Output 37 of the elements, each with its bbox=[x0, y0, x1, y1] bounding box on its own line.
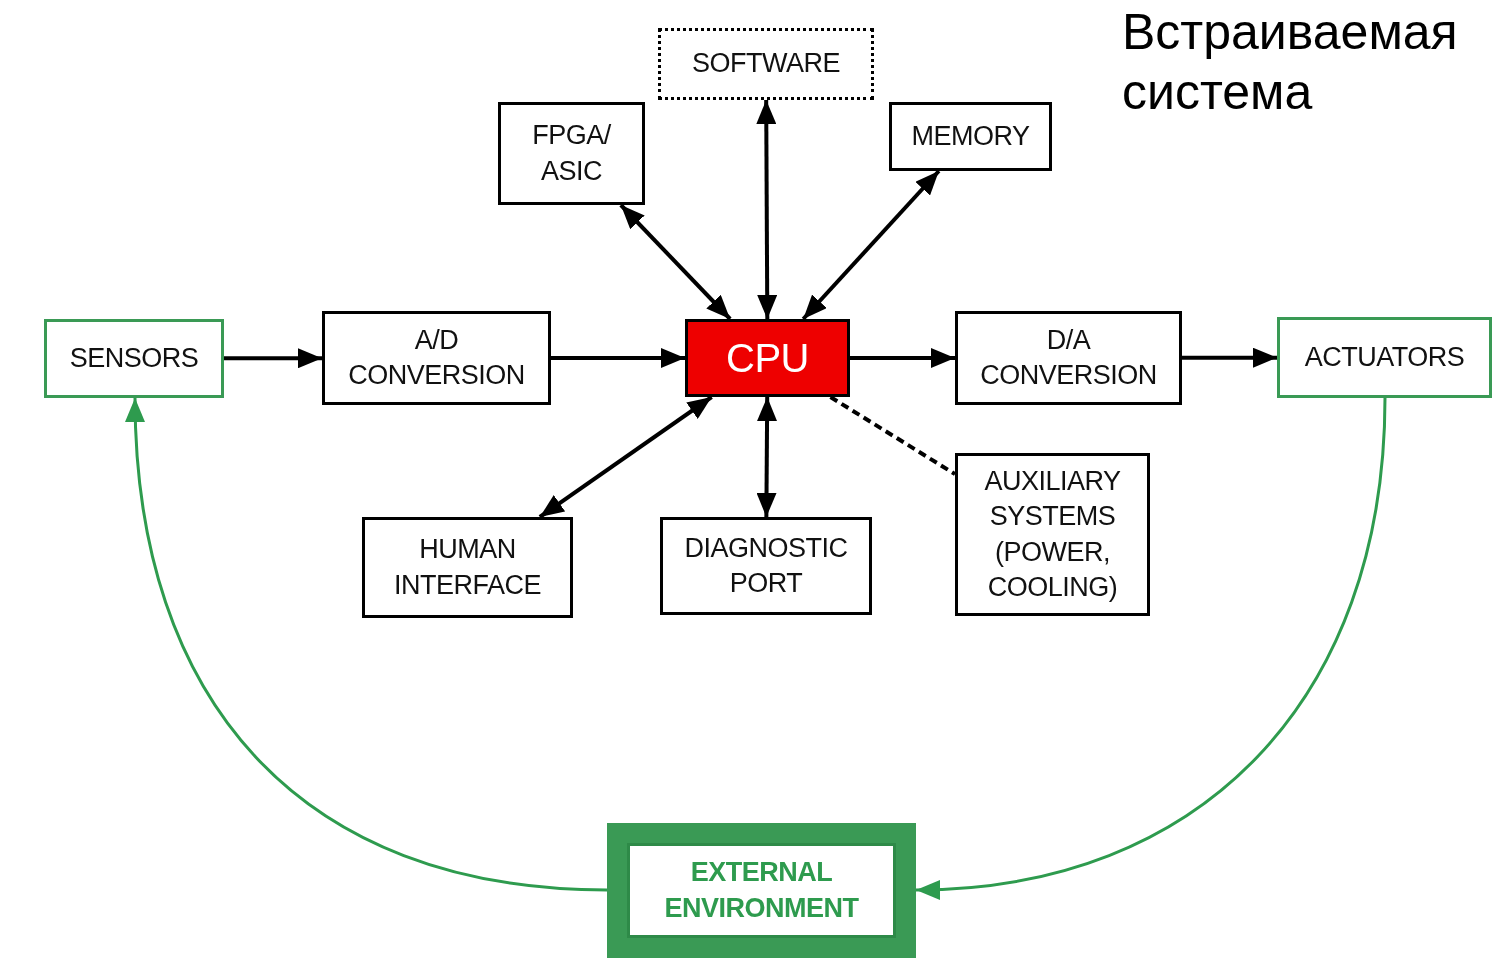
node-label: CPU bbox=[725, 335, 810, 382]
node-label: MEMORY bbox=[910, 119, 1031, 153]
node-label: A/D CONVERSION bbox=[347, 323, 526, 392]
arrow bbox=[1182, 347, 1277, 368]
node-label: ACTUATORS bbox=[1303, 340, 1466, 374]
arrow bbox=[538, 395, 713, 519]
process-box bbox=[322, 311, 551, 405]
node-label: SENSORS bbox=[68, 341, 200, 375]
title: Встраиваемая система bbox=[1122, 3, 1459, 122]
arrow bbox=[551, 348, 685, 368]
arrow bbox=[756, 397, 778, 517]
arrow bbox=[126, 397, 608, 892]
connector-line bbox=[829, 395, 957, 476]
arrow bbox=[619, 203, 732, 321]
node-label: AUXILIARY SYSTEMS (POWER, COOLING) bbox=[983, 465, 1122, 604]
process-box bbox=[889, 102, 1052, 171]
node-label: D/A CONVERSION bbox=[979, 323, 1158, 392]
node-label: HUMAN INTERFACE bbox=[393, 533, 542, 602]
arrow bbox=[756, 100, 778, 319]
arrow bbox=[801, 169, 941, 321]
node-label: DIAGNOSTIC PORT bbox=[683, 531, 849, 600]
node-label: SOFTWARE bbox=[691, 47, 841, 81]
arrow bbox=[850, 348, 955, 368]
process-box bbox=[955, 311, 1182, 405]
process-box bbox=[498, 102, 645, 205]
process-box bbox=[955, 453, 1150, 616]
cpu-box bbox=[685, 319, 850, 397]
node-label: EXTERNAL ENVIRONMENT bbox=[663, 856, 860, 925]
process-box bbox=[362, 517, 573, 618]
arrow bbox=[915, 397, 1387, 899]
process-box bbox=[658, 28, 874, 100]
node-label: FPGA/ ASIC bbox=[531, 119, 612, 188]
arrow bbox=[224, 348, 322, 369]
process-box bbox=[660, 517, 872, 615]
environment-box bbox=[607, 823, 916, 958]
process-box bbox=[44, 319, 224, 398]
process-box bbox=[1277, 317, 1492, 398]
